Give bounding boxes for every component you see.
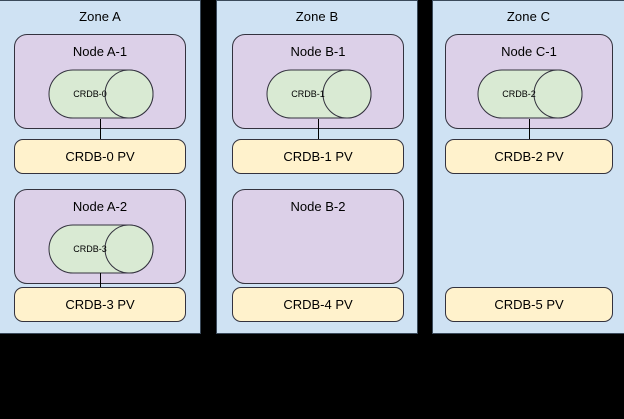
node-c-1[interactable]: Node C-1 CRDB-2 [445, 34, 613, 129]
node-b-2[interactable]: Node B-2 [232, 189, 404, 284]
pv-crdb-4[interactable]: CRDB-4 PV [232, 287, 404, 322]
zone-c-title: Zone C [506, 9, 551, 24]
pod-crdb-1[interactable]: CRDB-1 [266, 69, 372, 119]
pod-crdb-2[interactable]: CRDB-2 [477, 69, 583, 119]
pv-crdb-5-label: CRDB-5 PV [494, 297, 564, 312]
pv-crdb-1[interactable]: CRDB-1 PV [232, 139, 404, 174]
zone-a-container[interactable]: Zone A Node A-1 CRDB-0 CRDB-0 PV Node A-… [0, 0, 201, 334]
pv-crdb-0-label: CRDB-0 PV [65, 149, 135, 164]
connector-crdb-3-to-pv [100, 273, 101, 296]
node-a-1-title: Node A-1 [72, 44, 128, 59]
cylinder-shape [477, 69, 583, 119]
node-c-1-title: Node C-1 [501, 44, 557, 59]
connector-crdb-2-to-pv [529, 119, 530, 141]
zone-b-title: Zone B [295, 9, 339, 24]
connector-crdb-0-to-pv [100, 119, 101, 141]
cylinder-shape [48, 69, 154, 119]
pv-crdb-3-label: CRDB-3 PV [65, 297, 135, 312]
pv-crdb-5[interactable]: CRDB-5 PV [445, 287, 613, 322]
node-a-1[interactable]: Node A-1 CRDB-0 [14, 34, 186, 129]
connector-crdb-1-to-pv [318, 119, 319, 141]
cylinder-shape [48, 224, 154, 274]
pv-crdb-2-label: CRDB-2 PV [494, 149, 564, 164]
pv-crdb-1-label: CRDB-1 PV [283, 149, 353, 164]
zone-b-container[interactable]: Zone B Node B-1 CRDB-1 CRDB-1 PV Node B-… [216, 0, 418, 334]
node-a-2[interactable]: Node A-2 CRDB-3 [14, 189, 186, 284]
pv-crdb-0[interactable]: CRDB-0 PV [14, 139, 186, 174]
node-b-1-title: Node B-1 [290, 44, 346, 59]
pv-crdb-3[interactable]: CRDB-3 PV [14, 287, 186, 322]
pod-crdb-3[interactable]: CRDB-3 [48, 224, 154, 274]
node-b-1[interactable]: Node B-1 CRDB-1 [232, 34, 404, 129]
zone-a-title: Zone A [79, 9, 121, 24]
cylinder-shape [266, 69, 372, 119]
zone-c-container[interactable]: Zone C Node C-1 CRDB-2 CRDB-2 PV CRDB-5 … [432, 0, 624, 334]
pv-crdb-4-label: CRDB-4 PV [283, 297, 353, 312]
pod-crdb-0[interactable]: CRDB-0 [48, 69, 154, 119]
pv-crdb-2[interactable]: CRDB-2 PV [445, 139, 613, 174]
node-a-2-title: Node A-2 [72, 199, 128, 214]
node-b-2-title: Node B-2 [290, 199, 346, 214]
